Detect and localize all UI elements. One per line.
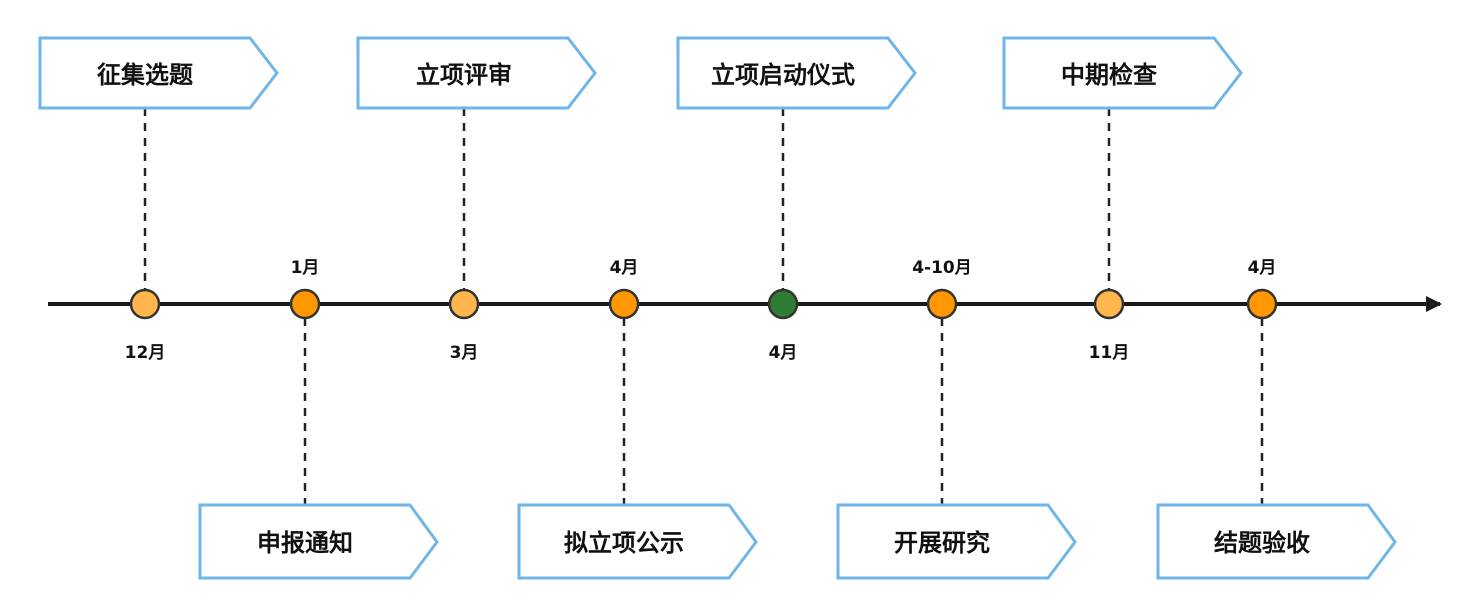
milestone-node xyxy=(129,288,161,320)
milestone-label: 拟立项公示 xyxy=(564,529,684,557)
milestone-2: 申报通知 1月 xyxy=(198,258,439,580)
milestone-box xyxy=(38,36,279,110)
milestone-1: 征集选题 12月 xyxy=(38,36,279,363)
milestone-box xyxy=(1002,36,1243,110)
milestone-box xyxy=(836,503,1077,580)
milestone-date: 12月 xyxy=(125,343,166,363)
milestone-node xyxy=(448,288,480,320)
milestone-label: 立项启动仪式 xyxy=(711,61,855,89)
milestone-date: 4月 xyxy=(1248,258,1277,278)
milestone-node xyxy=(767,288,799,320)
milestone-date: 4月 xyxy=(610,258,639,278)
milestone-date: 4-10月 xyxy=(912,258,972,278)
milestone-date: 3月 xyxy=(450,343,479,363)
milestone-8: 结题验收 4月 xyxy=(1156,258,1397,580)
milestone-6: 开展研究 4-10月 xyxy=(836,258,1077,580)
milestone-date: 11月 xyxy=(1089,343,1130,363)
milestone-label: 立项评审 xyxy=(416,61,512,89)
milestone-box xyxy=(517,503,758,580)
milestone-label: 申报通知 xyxy=(257,529,353,557)
milestone-node xyxy=(1246,288,1278,320)
milestone-box xyxy=(676,36,917,110)
milestone-date: 4月 xyxy=(769,343,798,363)
milestone-node xyxy=(289,288,321,320)
milestone-node xyxy=(1093,288,1125,320)
milestone-7: 中期检查 11月 xyxy=(1002,36,1243,363)
milestone-4: 拟立项公示 4月 xyxy=(517,258,758,580)
milestone-date: 1月 xyxy=(291,258,320,278)
milestone-node xyxy=(608,288,640,320)
milestone-box xyxy=(198,503,439,580)
milestone-label: 中期检查 xyxy=(1061,61,1157,89)
milestone-label: 开展研究 xyxy=(894,529,990,557)
milestone-label: 结题验收 xyxy=(1214,529,1310,557)
milestone-box xyxy=(1156,503,1397,580)
milestone-3: 立项评审 3月 xyxy=(356,36,597,363)
milestone-node xyxy=(926,288,958,320)
milestone-5: 立项启动仪式 4月 xyxy=(676,36,917,363)
milestone-box xyxy=(356,36,597,110)
milestone-label: 征集选题 xyxy=(97,61,193,89)
